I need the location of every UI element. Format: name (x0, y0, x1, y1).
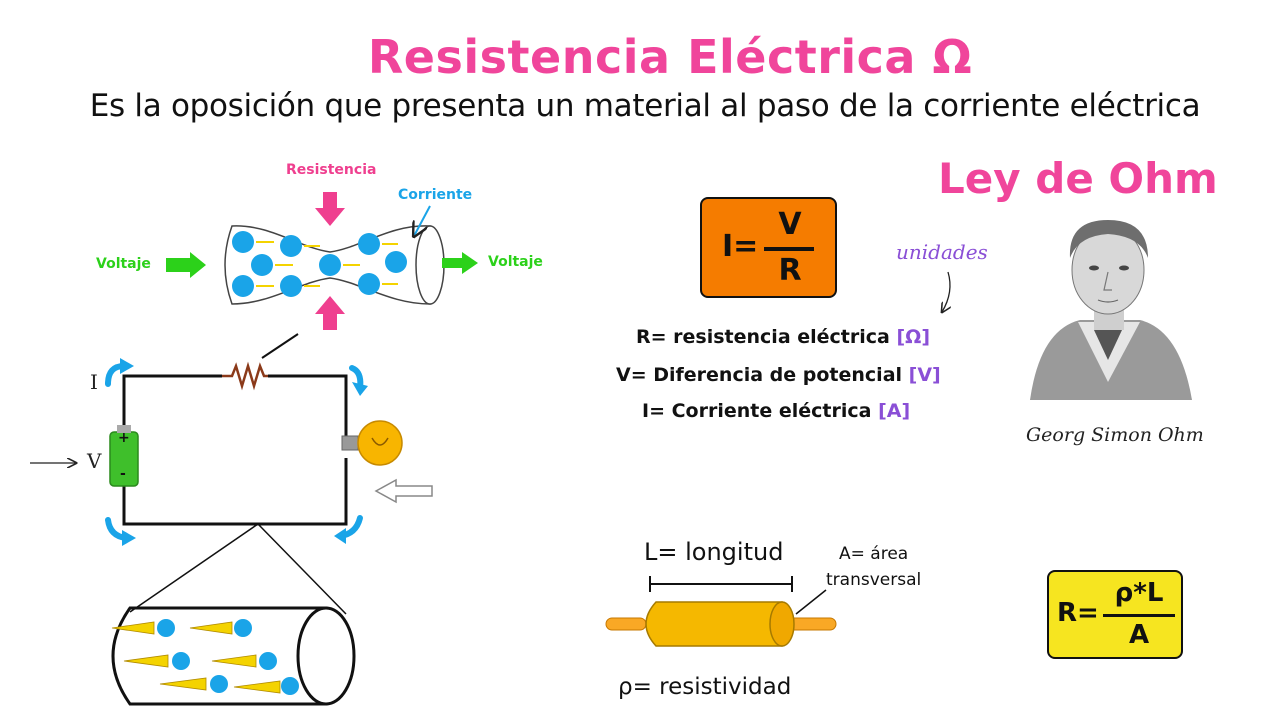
tube-electrons (232, 231, 407, 297)
resistance-formula-numerator: ρ*L (1114, 578, 1164, 608)
area-label: A= área transversal (826, 544, 922, 590)
units-note: unidades (896, 240, 988, 264)
voltage-arrow-right (442, 252, 478, 274)
georg-ohm-portrait (1030, 220, 1192, 400)
law-title: Ley de Ohm (938, 154, 1218, 203)
resistance-formula-lhs: R= (1057, 598, 1099, 628)
circuit-diagram (30, 358, 433, 546)
cylinder-resistor (605, 576, 837, 647)
wire-cross-section (111, 606, 356, 706)
connector-line (261, 333, 299, 359)
voltage-left-label: Voltaje (96, 256, 151, 272)
battery-minus: - (120, 466, 126, 482)
resistance-label: Resistencia (286, 162, 377, 178)
definition-resistance: R= resistencia eléctrica [Ω] (636, 326, 931, 348)
resistance-formula-bar (1103, 614, 1175, 617)
current-pointer-icon (414, 205, 431, 236)
narrowing-tube (224, 225, 445, 305)
ohm-formula-lhs: I= (722, 229, 759, 264)
page-subtitle: Es la oposición que presenta un material… (89, 88, 1201, 124)
resistance-arrow-top (315, 192, 345, 226)
units-arrow-icon (942, 271, 950, 312)
resistance-formula: R= ρ*L A (1047, 570, 1183, 659)
voltage-symbol: V (87, 449, 102, 473)
ohm-formula-bar (764, 247, 814, 251)
resistor-symbol (222, 361, 268, 391)
resistance-formula-denominator: A (1128, 620, 1150, 650)
ohm-formula-numerator: V (778, 207, 802, 242)
ohm-law-formula: I= V R (700, 197, 837, 298)
length-label: L= longitud (644, 538, 784, 566)
voltage-right-label: Voltaje (488, 254, 543, 270)
resistivity-label: ρ= resistividad (618, 674, 792, 700)
current-label: Corriente (398, 187, 473, 203)
page-title: Resistencia Eléctrica Ω (367, 30, 973, 84)
resistance-arrow-bottom (315, 296, 345, 330)
voltage-arrow-left (166, 252, 206, 278)
hollow-arrow-icon (374, 478, 433, 504)
definition-current: I= Corriente eléctrica [A] (642, 400, 911, 422)
bulb-icon (341, 420, 403, 466)
battery-plus: + (118, 430, 130, 446)
current-symbol: I (90, 370, 98, 394)
ohm-formula-denominator: R (778, 253, 802, 288)
definition-voltage: V= Diferencia de potencial [V] (616, 364, 941, 386)
portrait-caption: Georg Simon Ohm (1026, 424, 1204, 446)
